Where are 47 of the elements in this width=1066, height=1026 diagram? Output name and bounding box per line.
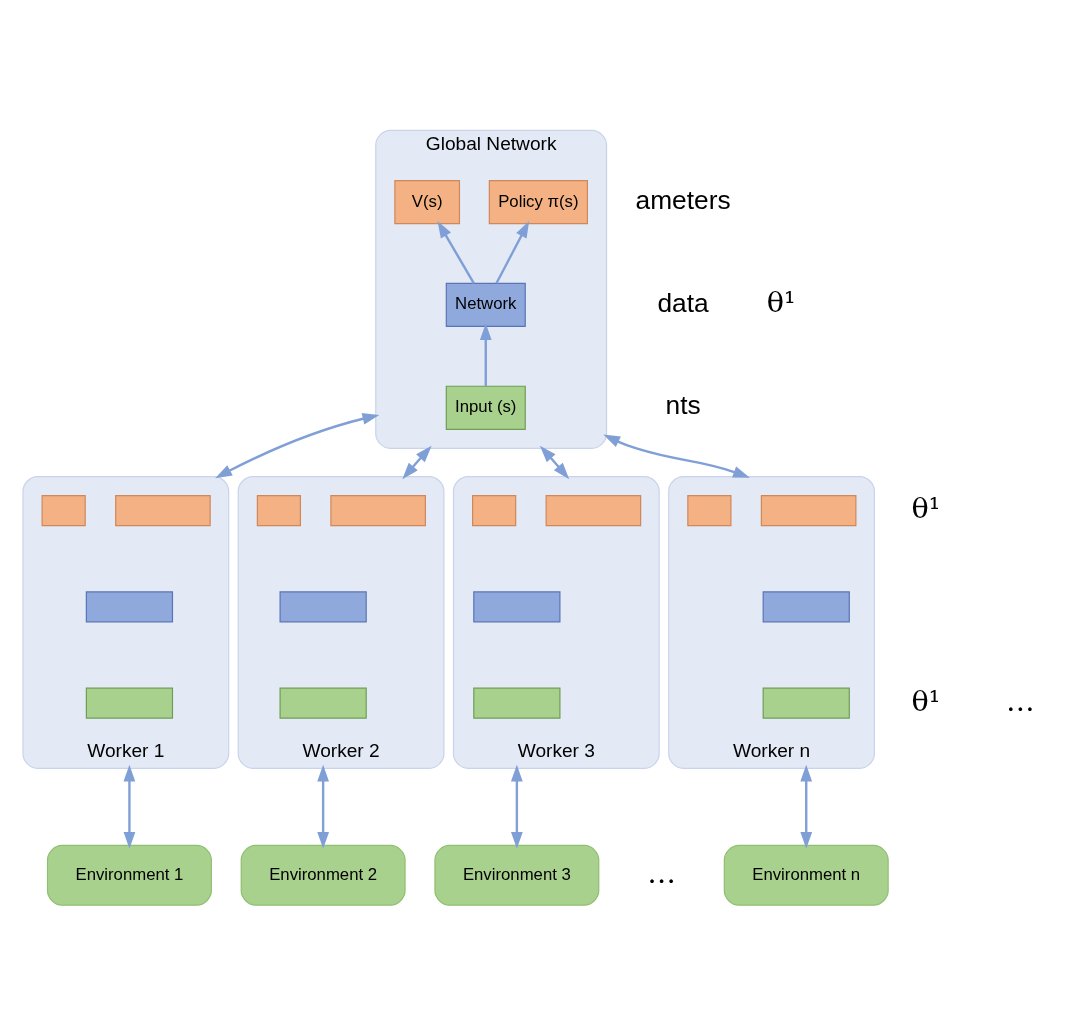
node-box	[256, 495, 302, 527]
arrow	[123, 764, 136, 849]
arrow	[800, 764, 813, 849]
node-box	[41, 495, 86, 527]
node-box: V(s)	[394, 179, 461, 225]
cluster: Worker 2	[237, 475, 445, 769]
node-box: Network	[445, 282, 526, 328]
label: ameters	[635, 184, 731, 215]
label: θ¹	[911, 491, 941, 526]
node-box	[330, 495, 426, 527]
arrow	[402, 445, 432, 480]
node-box	[545, 495, 642, 527]
node-box	[85, 591, 174, 623]
node-box: Environment 2	[240, 844, 406, 906]
node-box	[687, 495, 732, 527]
cluster: Worker 1	[22, 475, 230, 769]
label: …	[647, 855, 676, 890]
node-box	[279, 591, 367, 623]
label: …	[1005, 683, 1035, 718]
node-box	[762, 591, 850, 623]
label: θ¹	[911, 683, 941, 718]
arrow	[437, 220, 475, 284]
node-box	[279, 687, 367, 719]
arrow	[539, 445, 570, 480]
arrow	[511, 764, 523, 849]
arrow	[215, 413, 380, 479]
label: θ¹	[766, 285, 796, 320]
node-box: Environment 3	[434, 844, 600, 906]
label: nts	[665, 390, 701, 421]
cluster: Worker 3	[452, 475, 660, 769]
node-box	[760, 495, 857, 527]
arrow	[603, 434, 750, 478]
node-box: Environment 1	[46, 844, 212, 906]
node-box	[115, 495, 211, 527]
arrow	[479, 323, 492, 387]
node-box: Environment n	[723, 844, 889, 906]
node-box: Policy π(s)	[488, 179, 588, 225]
arrow	[495, 220, 530, 284]
label: data	[657, 287, 709, 318]
node-box	[473, 591, 561, 623]
node-box	[473, 687, 561, 719]
node-box	[472, 495, 517, 527]
node-box	[762, 687, 850, 719]
arrow	[317, 764, 329, 849]
node-box: Input (s)	[445, 385, 526, 430]
node-box	[85, 687, 174, 719]
cluster: Worker n	[668, 475, 875, 769]
